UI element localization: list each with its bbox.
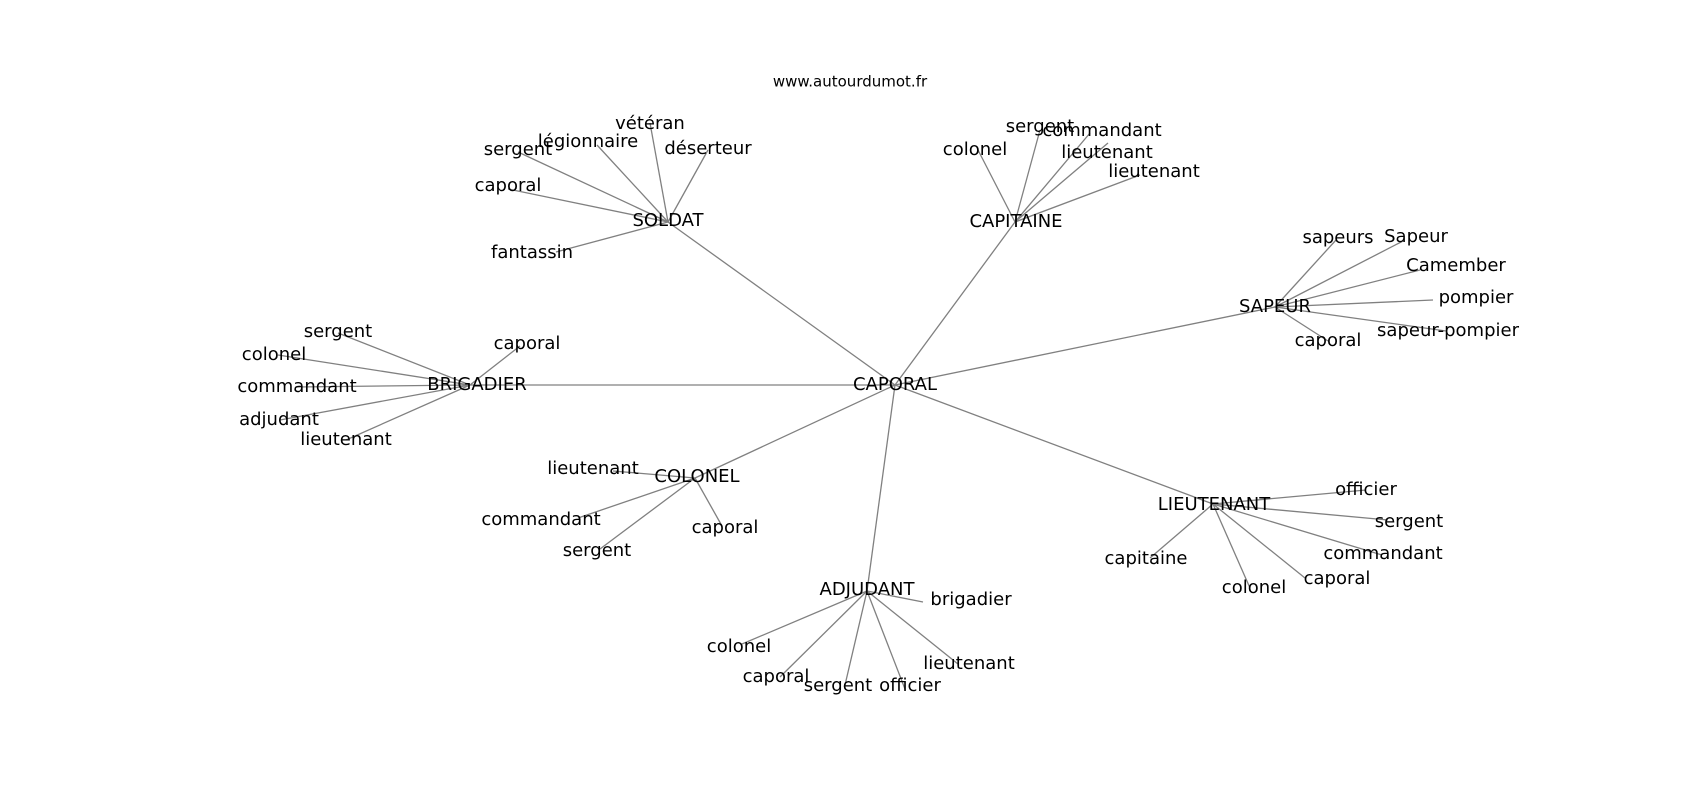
edge-capitaine-leaf-4 — [1014, 174, 1141, 223]
graph-labels: www.autourdumot.fr CAPORALSOLDATvétéranl… — [237, 73, 1519, 697]
node-leaf-soldat-2[interactable]: sergent — [484, 139, 553, 160]
edge-soldat-leaf-2 — [517, 151, 669, 223]
node-leaf-brigadier-5[interactable]: lieutenant — [300, 429, 392, 450]
graph-edges — [277, 122, 1447, 690]
edge-soldat-leaf-0 — [649, 122, 669, 223]
edge-capitaine-leaf-1 — [1014, 132, 1091, 223]
edge-lieutenant-leaf-5 — [1212, 503, 1251, 589]
edge-soldat-leaf-1 — [596, 144, 669, 223]
edge-adjudant-leaf-2 — [866, 590, 959, 665]
source-label[interactable]: www.autourdumot.fr — [773, 73, 928, 91]
edge-brigadier-leaf-4 — [279, 384, 471, 421]
node-leaf-soldat-0[interactable]: vétéran — [615, 113, 685, 134]
edge-colonel-leaf-0 — [612, 470, 696, 479]
node-leaf-lieutenant-2[interactable]: commandant — [1323, 543, 1442, 564]
edge-colonel-leaf-3 — [599, 477, 696, 550]
node-hub-brigadier[interactable]: BRIGADIER — [427, 374, 526, 395]
edge-sapeur-leaf-0 — [1274, 239, 1337, 308]
edge-soldat-leaf-4 — [507, 188, 669, 223]
node-leaf-sapeur-1[interactable]: Sapeur — [1384, 226, 1448, 247]
edge-caporal-colonel — [694, 384, 896, 479]
edge-lieutenant-leaf-1 — [1212, 503, 1389, 521]
node-leaf-lieutenant-0[interactable]: officier — [1335, 479, 1397, 500]
node-leaf-soldat-5[interactable]: fantassin — [491, 242, 573, 263]
edge-caporal-sapeur — [894, 306, 1276, 386]
edge-colonel-leaf-2 — [694, 477, 723, 527]
node-leaf-sapeur-4[interactable]: sapeur-pompier — [1377, 320, 1520, 341]
edge-capitaine-leaf-3 — [1014, 142, 1109, 223]
node-hub-colonel[interactable]: COLONEL — [654, 466, 739, 487]
node-leaf-soldat-3[interactable]: déserteur — [664, 138, 752, 159]
edge-lieutenant-leaf-2 — [1212, 503, 1383, 556]
node-leaf-brigadier-1[interactable]: caporal — [494, 333, 561, 354]
node-leaf-colonel-2[interactable]: caporal — [692, 517, 759, 538]
edge-capitaine-leaf-0 — [1014, 129, 1041, 223]
edge-colonel-leaf-1 — [577, 477, 696, 519]
edge-sapeur-leaf-4 — [1274, 306, 1447, 332]
edge-sapeur-leaf-3 — [1274, 299, 1434, 308]
edge-brigadier-leaf-5 — [345, 384, 471, 441]
node-leaf-brigadier-4[interactable]: adjudant — [239, 409, 319, 430]
node-leaf-adjudant-2[interactable]: lieutenant — [923, 653, 1015, 674]
node-leaf-adjudant-1[interactable]: colonel — [707, 636, 771, 657]
edge-caporal-adjudant — [866, 384, 896, 592]
edge-caporal-lieutenant — [894, 384, 1214, 505]
edge-lieutenant-leaf-0 — [1212, 489, 1367, 505]
node-hub-lieutenant[interactable]: LIEUTENANT — [1158, 494, 1271, 515]
edge-adjudant-leaf-1 — [741, 590, 868, 645]
edge-sapeur-leaf-5 — [1274, 306, 1329, 342]
edge-sapeur-leaf-1 — [1274, 240, 1404, 308]
node-leaf-adjudant-3[interactable]: caporal — [743, 666, 810, 687]
edge-caporal-soldat — [667, 221, 896, 386]
node-leaf-adjudant-4[interactable]: sergent — [804, 675, 873, 696]
node-leaf-capitaine-4[interactable]: lieutenant — [1108, 161, 1200, 182]
node-leaf-capitaine-0[interactable]: sergent — [1006, 116, 1075, 137]
edge-lieutenant-leaf-3 — [1149, 503, 1214, 559]
edge-brigadier-leaf-0 — [337, 332, 471, 386]
node-leaf-soldat-1[interactable]: légionnaire — [538, 131, 638, 152]
node-hub-capitaine[interactable]: CAPITAINE — [969, 211, 1062, 232]
node-leaf-sapeur-2[interactable]: Camember — [1406, 255, 1506, 276]
edge-adjudant-leaf-4 — [844, 590, 868, 686]
edge-brigadier-leaf-2 — [277, 354, 471, 386]
node-leaf-lieutenant-1[interactable]: sergent — [1375, 511, 1444, 532]
node-leaf-colonel-0[interactable]: lieutenant — [547, 458, 639, 479]
edge-caporal-capitaine — [894, 221, 1016, 386]
node-hub-adjudant[interactable]: ADJUDANT — [820, 579, 916, 600]
edge-adjudant-leaf-5 — [866, 590, 906, 690]
edge-soldat-leaf-5 — [555, 221, 669, 253]
edge-adjudant-leaf-3 — [779, 590, 868, 678]
node-leaf-lieutenant-3[interactable]: capitaine — [1105, 548, 1188, 569]
node-hub-soldat[interactable]: SOLDAT — [632, 210, 704, 231]
node-leaf-sapeur-3[interactable]: pompier — [1439, 287, 1514, 308]
node-center-caporal[interactable]: CAPORAL — [853, 374, 937, 395]
node-leaf-adjudant-0[interactable]: brigadier — [930, 589, 1012, 610]
node-leaf-brigadier-0[interactable]: sergent — [304, 321, 373, 342]
node-leaf-capitaine-1[interactable]: commandant — [1042, 120, 1161, 141]
node-leaf-sapeur-5[interactable]: caporal — [1295, 330, 1362, 351]
node-leaf-brigadier-3[interactable]: commandant — [237, 376, 356, 397]
node-hub-sapeur[interactable]: SAPEUR — [1239, 296, 1311, 317]
edge-capitaine-leaf-2 — [977, 149, 1016, 223]
node-leaf-lieutenant-5[interactable]: colonel — [1222, 577, 1286, 598]
node-leaf-sapeur-0[interactable]: sapeurs — [1302, 227, 1373, 248]
edge-adjudant-leaf-0 — [866, 590, 924, 603]
node-leaf-colonel-3[interactable]: sergent — [563, 540, 632, 561]
node-leaf-capitaine-3[interactable]: lieutenant — [1061, 142, 1153, 163]
node-leaf-adjudant-5[interactable]: officier — [879, 675, 941, 696]
edge-brigadier-leaf-3 — [295, 384, 471, 388]
node-leaf-colonel-1[interactable]: commandant — [481, 509, 600, 530]
edge-sapeur-leaf-2 — [1274, 269, 1421, 308]
node-leaf-soldat-4[interactable]: caporal — [475, 175, 542, 196]
edge-brigadier-leaf-1 — [469, 345, 521, 386]
node-leaf-lieutenant-4[interactable]: caporal — [1304, 568, 1371, 589]
node-leaf-capitaine-2[interactable]: colonel — [943, 139, 1007, 160]
edge-soldat-leaf-3 — [667, 149, 709, 223]
edge-lieutenant-leaf-4 — [1212, 503, 1306, 579]
node-leaf-brigadier-2[interactable]: colonel — [242, 344, 306, 365]
